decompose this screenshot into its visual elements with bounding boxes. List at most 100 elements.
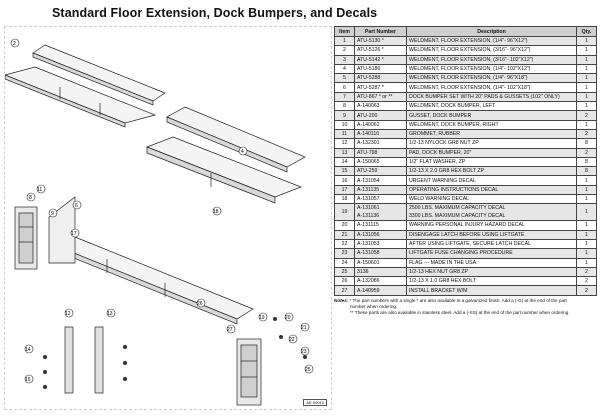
callout-27: 27 — [227, 327, 233, 333]
cell-qty: 1 — [576, 119, 597, 130]
cell-qty: 1 — [576, 248, 597, 259]
callout-12: 12 — [65, 311, 71, 317]
cell-part-number: A-150065 — [354, 156, 407, 168]
note-1: * The part numbers with a single * are a… — [349, 298, 567, 303]
page-title: Standard Floor Extension, Dock Bumpers, … — [52, 6, 378, 20]
cell-qty: 1 — [576, 220, 597, 231]
floor-extension-long — [58, 236, 254, 320]
callout-6: 6 — [75, 203, 78, 209]
cell-item: 12 — [334, 138, 355, 149]
exploded-view-svg: 2 4 6 8 9 11 12 13 14 15 17 18 19 20 21 … — [5, 38, 314, 406]
cell-qty: 1 — [576, 73, 597, 84]
cell-item: 16 — [334, 175, 355, 186]
cell-part-number: A-150601 — [354, 257, 407, 268]
cell-line: 3300 LBS. MAXIMUM CAPACITY DECAL — [409, 213, 506, 220]
cell-description: 1/2-13 NYLOCK GR8 NUT ZP — [406, 138, 577, 149]
cell-item: 24 — [334, 257, 355, 268]
cell-line: A-131061 — [357, 205, 380, 212]
cell-qty: 8 — [576, 138, 597, 149]
cell-description: WELDMENT, FLOOR EXTENSION, (3/16"- 96"X1… — [406, 45, 577, 56]
cell-part-number: A-132086 — [354, 276, 407, 287]
cell-qty: 1 — [576, 54, 597, 65]
cell-item: 27 — [334, 285, 355, 296]
cell-description: WELDMENT, FLOOR EXTENSION, (3/16"- 102"X… — [406, 54, 577, 65]
callout-18: 18 — [213, 209, 219, 215]
header-part-number: Part Number — [354, 26, 407, 37]
cell-item: 10 — [334, 119, 355, 130]
callout-14: 14 — [25, 347, 31, 353]
cell-part-number: A-132301 — [354, 138, 407, 149]
cell-part-number: A-131057 — [354, 194, 407, 205]
callout-23: 23 — [301, 349, 307, 355]
cell-description: 1/2-13 X 1.0 GR8 HEX BOLT — [406, 276, 577, 287]
cell-item: 3 — [334, 54, 355, 65]
cell-item: 19 — [334, 203, 355, 222]
cell-part-number: ATU-5130 * — [354, 35, 407, 47]
callout-2: 2 — [13, 41, 16, 47]
exploded-parts-drawing: 2 4 6 8 9 11 12 13 14 15 17 18 19 20 21 … — [4, 26, 332, 410]
cell-qty: 1 — [576, 175, 597, 186]
cell-description: WARNING PERSONAL INJURY HAZARD DECAL — [406, 220, 577, 231]
cell-qty: 1 — [576, 194, 597, 205]
cell-item: 22 — [334, 238, 355, 250]
cell-qty: 1 — [576, 203, 597, 222]
cell-description: 1/2-13 X 2.0 GR8 HEX BOLT ZP — [406, 166, 577, 177]
cell-description: URGENT WARNING DECAL — [406, 175, 577, 186]
cell-description: WELDMENT, DOCK BUMPER, RIGHT — [406, 119, 577, 130]
cell-part-number: A-131056 — [354, 229, 407, 240]
cell-item: 26 — [334, 276, 355, 287]
cell-line: A-131136 — [357, 213, 380, 220]
header-item: Item — [334, 26, 355, 37]
cell-qty: 1 — [576, 82, 597, 93]
cell-qty: 2 — [576, 276, 597, 287]
cell-description: DISENGAGE LATCH BEFORE USING LIFTGATE — [406, 229, 577, 240]
cell-item: 13 — [334, 147, 355, 158]
callout-9: 9 — [51, 211, 54, 217]
cell-qty: 2 — [576, 147, 597, 158]
cell-part-number: A-131115 — [354, 220, 407, 231]
cell-qty: 2 — [576, 128, 597, 140]
cell-description: GROMMET, RUBBER — [406, 128, 577, 140]
cell-description: DOCK BUMPER SET WITH 20" PADS & GUSSETS … — [406, 91, 577, 103]
cell-item: 8 — [334, 101, 355, 112]
cell-part-number: 3136 — [354, 266, 407, 278]
cell-part-number: A-140959 — [354, 285, 407, 296]
cell-part-number: ATU-867 * or ** — [354, 91, 407, 103]
cell-item: 20 — [334, 220, 355, 231]
header-description: Description — [406, 26, 577, 37]
cell-item: 4 — [334, 63, 355, 75]
cell-description: WELD WARNING DECAL — [406, 194, 577, 205]
cell-qty: 1 — [576, 63, 597, 75]
parts-table-header: Item Part Number Description Qty. — [334, 26, 597, 37]
cell-item: 23 — [334, 248, 355, 259]
cell-qty: 2 — [576, 110, 597, 121]
cell-item: 14 — [334, 156, 355, 168]
cell-description: WELDMENT, FLOOR EXTENSION, (1/4"- 96"X12… — [406, 35, 577, 47]
cell-part-number: ATU-259 — [354, 166, 407, 177]
cell-item: 6 — [334, 82, 355, 93]
cell-line: 2500 LBS. MAXIMUM CAPACITY DECAL — [409, 205, 506, 212]
cell-item: 1 — [334, 35, 355, 47]
cell-item: 11 — [334, 128, 355, 140]
cell-item: 17 — [334, 184, 355, 196]
callout-15: 15 — [25, 377, 31, 383]
cell-qty: 1 — [576, 45, 597, 56]
callout-11: 11 — [37, 187, 42, 193]
